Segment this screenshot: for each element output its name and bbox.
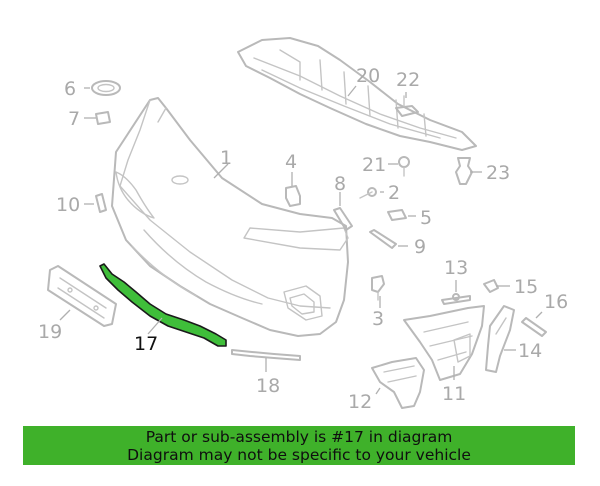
part-23-clip [455, 157, 473, 185]
part-15-clip [483, 279, 499, 293]
part-7-bracket [95, 111, 111, 125]
part-13-bolt [441, 293, 471, 305]
part-6-emblem [91, 80, 121, 96]
part-4-bracket [285, 185, 301, 207]
callout-4: 4 [285, 151, 297, 173]
part-1-bumper-cover [111, 97, 349, 337]
part-10-clip [95, 193, 107, 213]
banner-line-2: Diagram may not be specific to your vehi… [127, 446, 471, 464]
callout-14: 14 [518, 340, 542, 362]
part-5-clip [387, 209, 407, 221]
callout-17: 17 [134, 333, 158, 355]
callout-15: 15 [514, 276, 538, 298]
parts-diagram: 1 2 3 4 5 6 7 8 9 10 11 12 13 14 15 16 1… [38, 37, 568, 413]
part-11-air-duct [403, 305, 485, 381]
banner-line-1: Part or sub-assembly is #17 in diagram [145, 428, 453, 446]
callout-18: 18 [256, 375, 280, 397]
part-3-bolt [371, 275, 385, 301]
callout-19: 19 [38, 321, 62, 343]
part-16-bolt [521, 317, 547, 337]
callout-23: 23 [486, 162, 510, 184]
part-9-strip [369, 229, 397, 249]
part-22-clip [395, 95, 419, 117]
callout-2: 2 [388, 182, 400, 204]
part-12-lower-duct [371, 357, 425, 409]
part-2-screw [359, 187, 377, 199]
callout-7: 7 [68, 108, 80, 130]
part-19-plate-bracket [47, 265, 117, 327]
callout-5: 5 [420, 207, 432, 229]
callout-6: 6 [64, 78, 76, 100]
part-18-lower-trim [231, 349, 301, 361]
callout-12: 12 [348, 391, 372, 413]
info-banner: Part or sub-assembly is #17 in diagram D… [23, 426, 575, 465]
callout-11: 11 [442, 383, 466, 405]
callout-20: 20 [356, 65, 380, 87]
callout-22: 22 [396, 69, 420, 91]
callout-21: 21 [362, 154, 386, 176]
callout-13: 13 [444, 257, 468, 279]
callout-16: 16 [544, 291, 568, 313]
part-21-bolt [398, 156, 410, 177]
part-20-cover-panel [237, 37, 477, 151]
part-17-lower-strip-highlighted [99, 263, 227, 347]
callout-10: 10 [56, 194, 80, 216]
leader-lines [59, 85, 543, 395]
part-8-bracket [333, 207, 353, 231]
callout-8: 8 [334, 173, 346, 195]
callout-9: 9 [414, 236, 426, 258]
callout-3: 3 [372, 308, 384, 330]
part-14-side-bracket [485, 305, 515, 373]
callout-1: 1 [220, 147, 232, 169]
